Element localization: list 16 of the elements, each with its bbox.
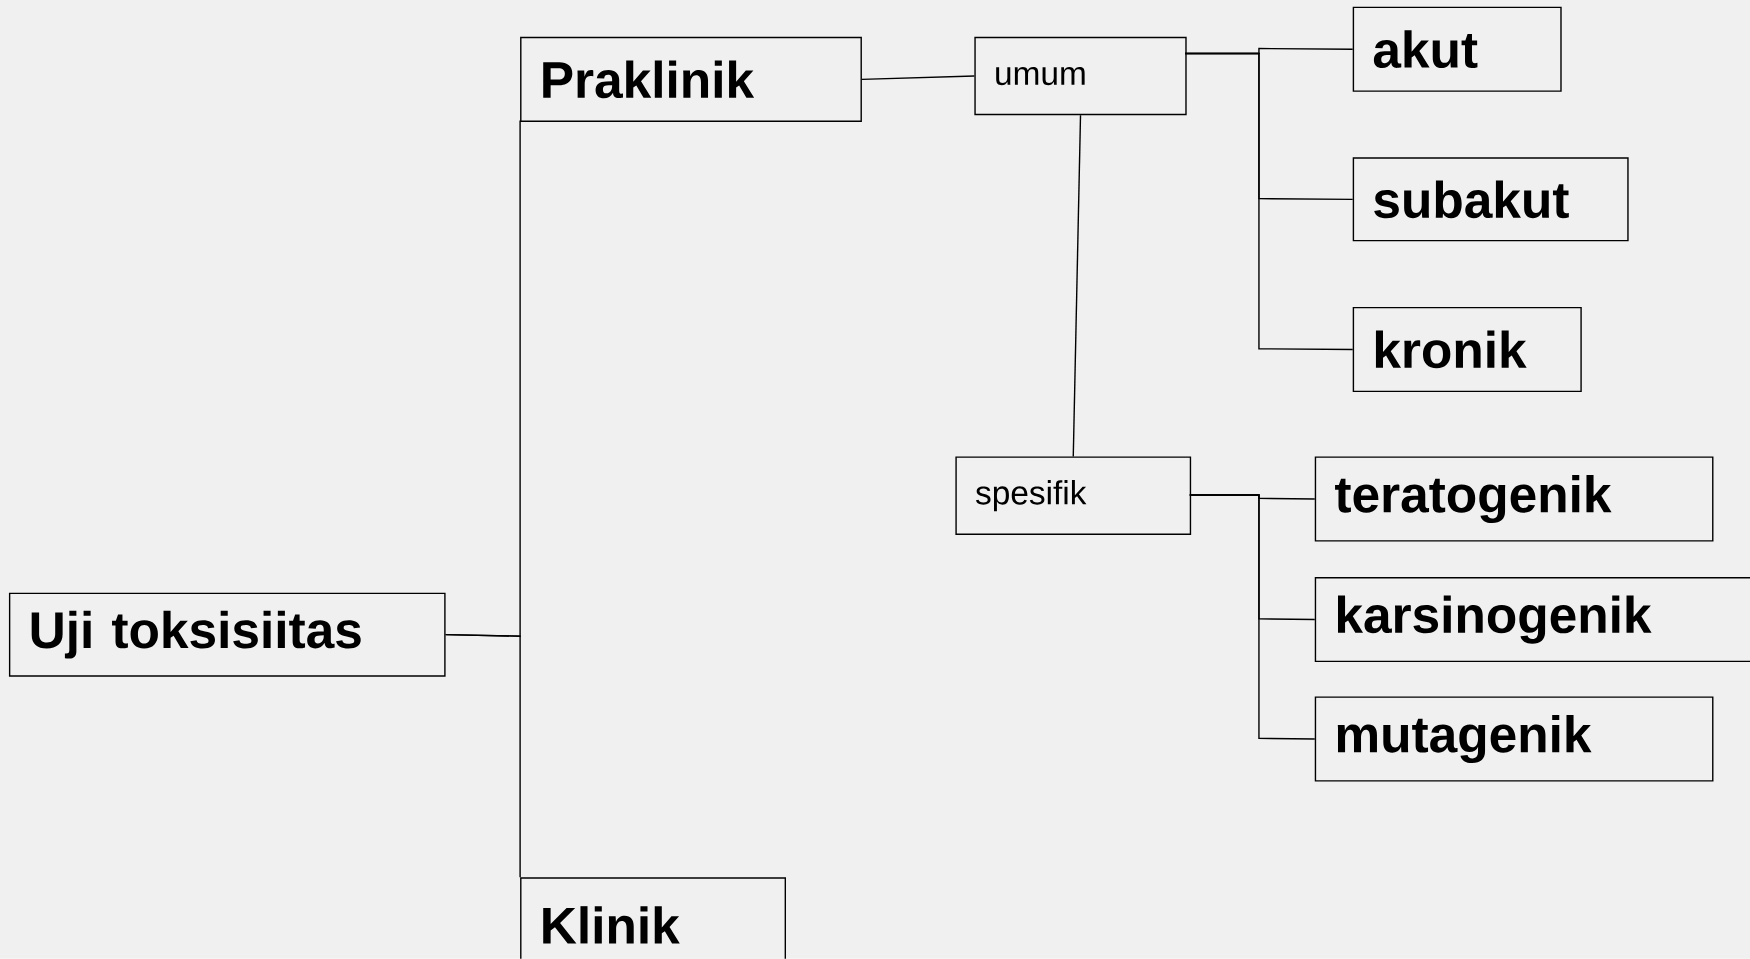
text-box: akut — [1352, 6, 1562, 92]
text-box: karsinogenik — [1314, 577, 1750, 663]
text-box: Uji toksisiitas — [8, 592, 446, 677]
text-box: teratogenik — [1314, 456, 1714, 542]
text-box: Praklinik — [520, 36, 862, 123]
text-box: spesifik — [955, 456, 1192, 536]
connector-line — [444, 634, 521, 879]
text-box: umum — [974, 36, 1187, 116]
connector-line — [1184, 53, 1354, 351]
text-box: mutagenik — [1314, 696, 1714, 782]
text-box: Klinik — [520, 877, 786, 959]
text-box: subakut — [1352, 157, 1629, 242]
connector-line — [861, 75, 976, 81]
connector-line — [1189, 494, 1316, 740]
text-box: kronik — [1352, 307, 1582, 393]
connector-line — [1072, 114, 1082, 458]
